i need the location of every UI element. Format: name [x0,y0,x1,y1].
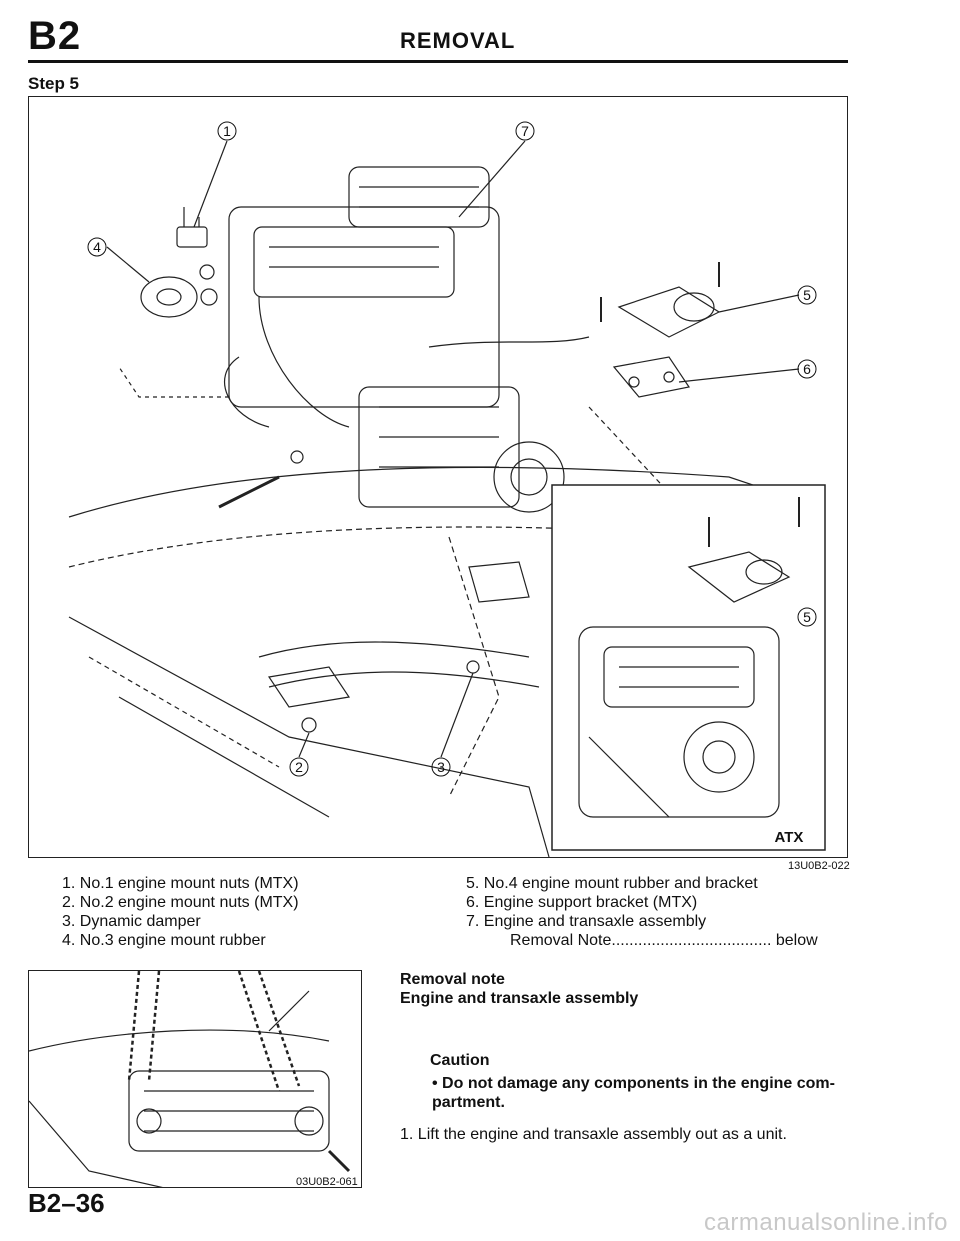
watermark: carmanualsonline.info [704,1209,948,1236]
step-label: Step 5 [28,74,80,93]
callout-2: 2 [289,757,309,777]
bullet-icon: • [432,1075,443,1092]
atx-label: ATX [775,829,804,846]
engine-removal-diagram: 1 7 4 5 6 2 3 5 ATX [28,96,848,858]
caution-text: Do not damage any components in the engi… [432,1075,835,1111]
legend-item: 6. Engine support bracket (MTX) [466,894,698,911]
page-number: B2–36 [28,1188,105,1218]
legend-item: 7. Engine and transaxle assembly [466,913,707,930]
removal-note-subheading: Engine and transaxle assembly [400,990,639,1007]
caution-item: • Do not damage any components in the en… [432,1074,852,1112]
legend-right: 5. No.4 engine mount rubber and bracket … [466,874,818,950]
callout-2-label: 2 [295,759,303,775]
callout-3: 1 [217,121,237,141]
callout-4-label: 4 [93,239,101,255]
callout-7: 7 [515,121,535,141]
callout-5-label: 5 [803,287,811,303]
legend-item: 1. No.1 engine mount nuts (MTX) [62,875,299,892]
caution-heading: Caution [430,1052,490,1069]
callout-3-label: 1 [223,123,231,139]
note-ref-target: below [775,932,818,949]
callout-7-label: 7 [521,123,529,139]
section-code: B2 [28,14,82,58]
note-ref-label: Removal Note [510,932,612,949]
legend-left: 1. No.1 engine mount nuts (MTX) 2. No.2 … [62,874,299,950]
legend-item: 5. No.4 engine mount rubber and bracket [466,875,758,892]
callout-5: 5 [797,285,817,305]
legend-item: 2. No.2 engine mount nuts (MTX) [62,894,299,911]
legend-item: 4. No.3 engine mount rubber [62,932,266,949]
note-ref-dots: .................................... [611,932,772,949]
lift-illustration [28,970,362,1188]
diagram-illustration: 1 7 4 5 6 2 3 5 ATX [68,121,826,857]
callout-4: 4 [87,237,107,257]
callout-5-atx: 5 [797,607,817,627]
legend-item: 3. Dynamic damper [62,913,201,930]
callout-1: 3 [431,757,451,777]
callout-5-atx-label: 5 [803,609,811,625]
callout-6: 6 [797,359,817,379]
callout-1-label: 3 [437,759,445,775]
page-title: REMOVAL [400,28,516,53]
procedure-step: 1. Lift the engine and transaxle assembl… [400,1126,787,1143]
removal-note-reference: Removal Note............................… [466,931,818,950]
figure-code: 13U0B2-022 [788,860,850,872]
callout-6-label: 6 [803,361,811,377]
header-rule [28,60,848,63]
removal-note-heading: Removal note [400,971,505,988]
atx-inset [551,484,826,851]
lift-drawing [29,971,351,1187]
photo-code: 03U0B2-061 [296,1176,358,1188]
